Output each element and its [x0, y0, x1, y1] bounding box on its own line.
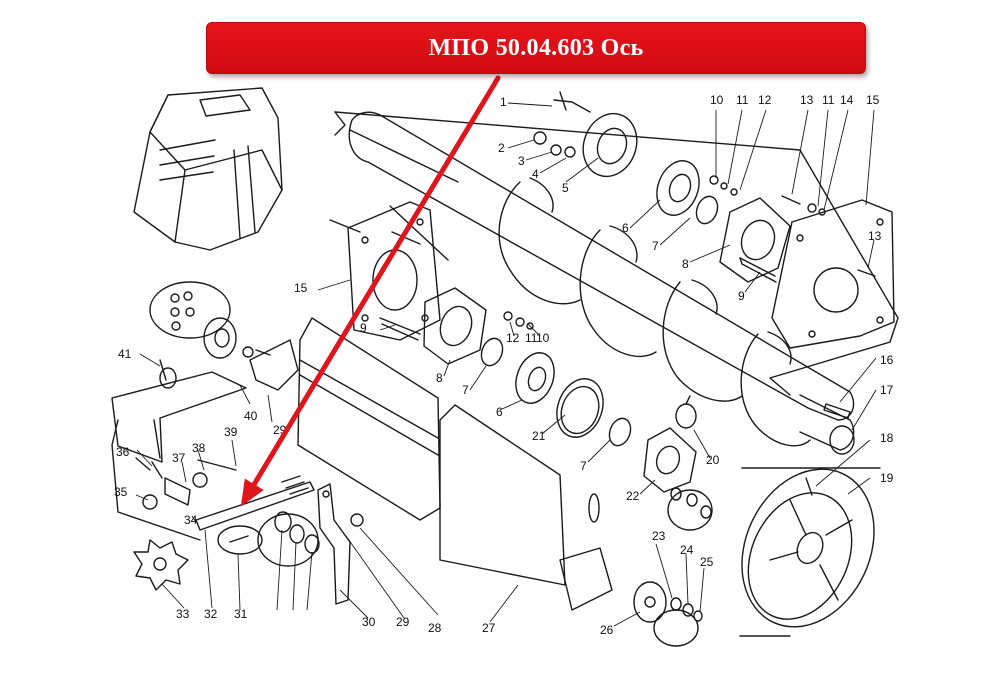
callout-39: 39 [224, 425, 238, 439]
callout-19: 19 [880, 471, 894, 485]
title-banner: МПО 50.04.603 Ось [206, 22, 866, 74]
callout-20: 20 [706, 453, 720, 467]
callout-3: 3 [518, 154, 525, 168]
axle-32 [195, 475, 315, 555]
ring-21 [556, 378, 604, 438]
lever-30 [317, 483, 364, 605]
gearbox-housing [133, 87, 283, 251]
bearings-and-flanges [423, 112, 791, 493]
callout-37: 37 [172, 451, 186, 465]
callout-30: 30 [362, 615, 376, 629]
auger-trough [334, 111, 899, 396]
callout-18: 18 [880, 431, 894, 445]
callout-5: 5 [562, 181, 569, 195]
callout-34: 34 [184, 513, 198, 527]
callout-11-2: 11 [822, 93, 835, 107]
left-bracket [111, 281, 299, 541]
pointer-arrow [240, 75, 501, 507]
callout-2: 2 [498, 141, 505, 155]
bolts [329, 91, 876, 341]
hopper-panels [297, 317, 613, 611]
end-plate-right [771, 199, 895, 349]
callout-23: 23 [652, 529, 666, 543]
callout-26: 26 [600, 623, 614, 637]
leader-lines [135, 102, 877, 627]
callout-6-2: 6 [496, 405, 503, 419]
callout-10: 10 [710, 93, 724, 107]
star-knob [133, 539, 189, 591]
callout-11-3: 11 [525, 331, 538, 345]
callout-1: 1 [500, 95, 507, 109]
callout-7-2: 7 [462, 383, 469, 397]
callout-17: 17 [880, 383, 894, 397]
callout-15: 15 [866, 93, 880, 107]
auger-flights [498, 177, 811, 447]
callout-9: 9 [738, 289, 745, 303]
auger-shaft [348, 111, 855, 455]
callout-41: 41 [118, 347, 132, 361]
callout-16: 16 [880, 353, 894, 367]
callout-27: 27 [482, 621, 496, 635]
callout-25: 25 [700, 555, 714, 569]
callout-35: 35 [114, 485, 128, 499]
callout-36: 36 [116, 445, 130, 459]
callout-33: 33 [176, 607, 190, 621]
callout-13-2: 13 [868, 229, 882, 243]
banner-title: МПО 50.04.603 Ось [428, 34, 644, 61]
callout-22: 22 [626, 489, 640, 503]
callout-21: 21 [532, 429, 546, 443]
callout-40: 40 [244, 409, 258, 423]
washers [257, 395, 713, 647]
callout-15-2: 15 [294, 281, 308, 295]
callout-8: 8 [682, 257, 689, 271]
callout-28: 28 [428, 621, 442, 635]
callout-6: 6 [622, 221, 629, 235]
shaft-keys [823, 403, 851, 419]
callout-4: 4 [532, 167, 539, 181]
callout-14: 14 [840, 93, 854, 107]
callout-7: 7 [652, 239, 659, 253]
callout-38: 38 [192, 441, 206, 455]
callout-12-2: 12 [506, 331, 520, 345]
callout-12: 12 [758, 93, 772, 107]
callout-29: 29 [396, 615, 410, 629]
pulley [739, 467, 881, 637]
callout-9-2: 9 [360, 321, 367, 335]
callout-32: 32 [204, 607, 218, 621]
callout-7-3: 7 [580, 459, 587, 473]
callout-24: 24 [680, 543, 694, 557]
end-plate-left [347, 201, 441, 341]
callout-10-2: 10 [536, 331, 550, 345]
callout-31: 31 [234, 607, 248, 621]
callout-11: 11 [736, 93, 749, 107]
callout-8-2: 8 [436, 371, 443, 385]
callout-13: 13 [800, 93, 814, 107]
